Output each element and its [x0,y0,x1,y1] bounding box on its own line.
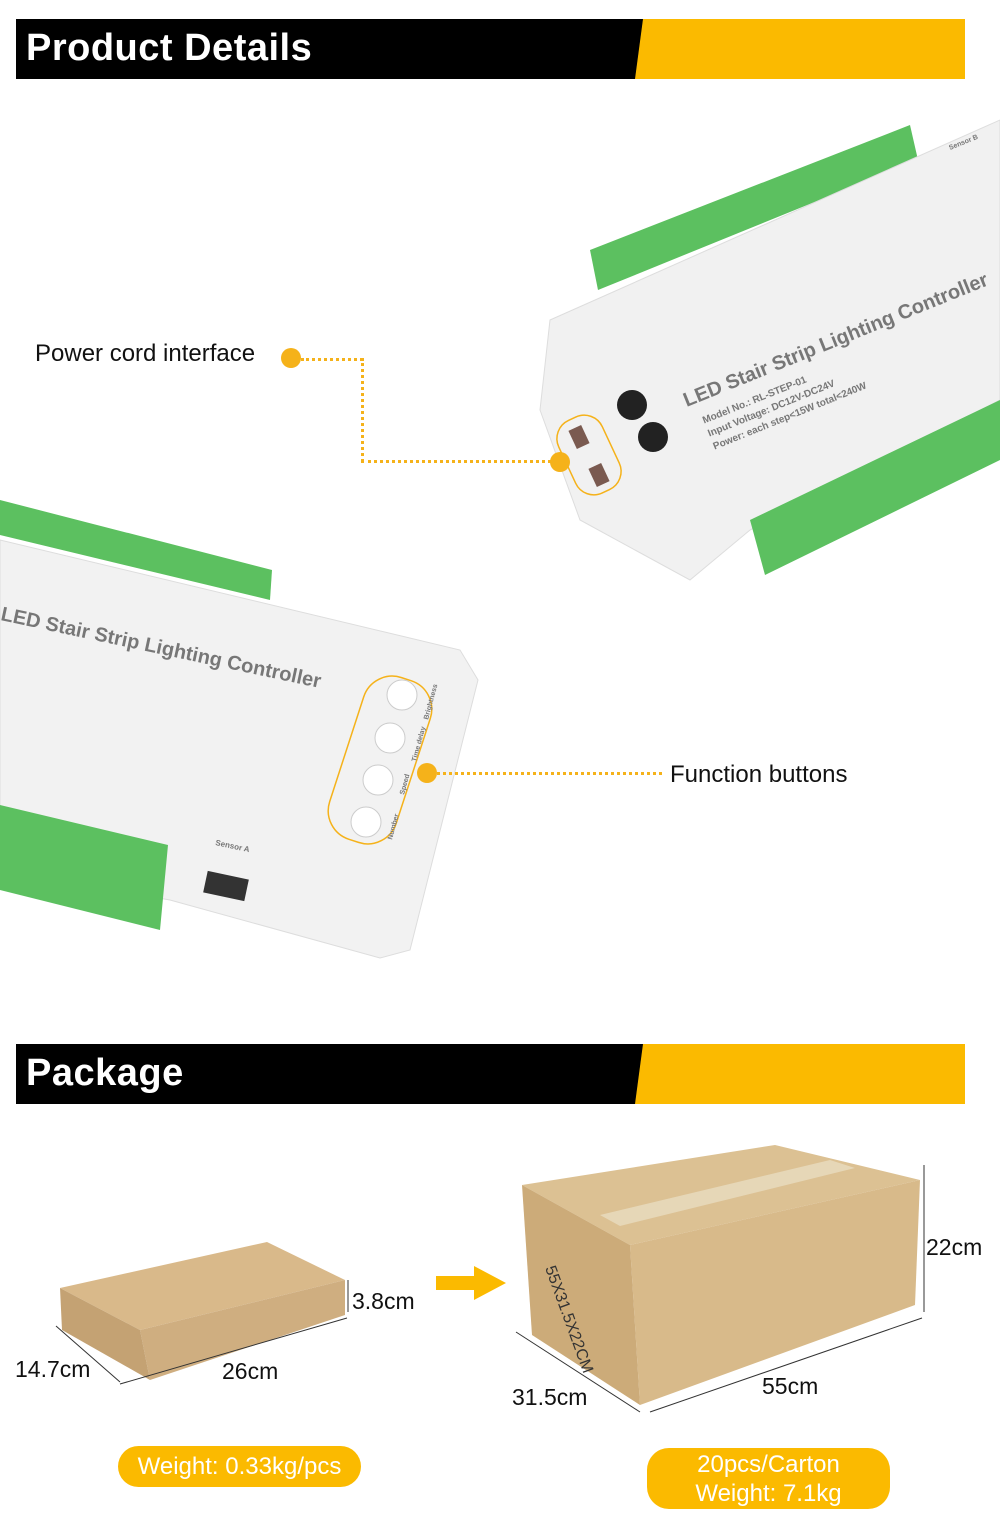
packing-tape [600,1160,855,1226]
controller-body [539,119,1000,581]
carton-info-badge: 20pcs/Carton Weight: 7.1kg [647,1448,890,1509]
carton-front [630,1180,920,1405]
small-box-weight-badge: Weight: 0.33kg/pcs [118,1446,361,1487]
power-cord-callout: Power cord interface [35,340,256,367]
package-header: Package [16,1044,965,1104]
header-accent [635,19,965,79]
function-buttons-callout: Function buttons [670,761,848,788]
callout-line [361,460,551,463]
small-box-front [140,1280,345,1380]
terminal-block-bottom [0,805,168,930]
small-box-width: 26cm [222,1358,279,1384]
callout-line [301,358,363,361]
callout-dot [281,348,301,368]
width-dimension-line [649,1317,923,1413]
terminal-block-top [590,125,918,290]
power-port-1 [568,424,590,450]
small-box-depth: 14.7cm [15,1356,91,1382]
time-delay-button[interactable] [374,722,406,754]
carton-image: 55X31.5X22CM [515,1145,925,1413]
terminal-block-top [0,500,272,600]
number-button[interactable] [350,806,382,838]
buttons-highlight [327,675,433,845]
speed-button[interactable] [362,764,394,796]
controller-image-top: LED Stair Strip Lighting Controller Mode… [539,119,1000,581]
power-terminal-minus [638,422,668,452]
carton-quantity: 20pcs/Carton [697,1451,840,1478]
small-box-height: 3.8cm [352,1288,415,1314]
callout-line [361,358,364,462]
terminal-block-bottom [750,400,1000,575]
small-box-top [60,1242,345,1330]
carton-width: 55cm [762,1373,819,1399]
callout-line [437,772,662,775]
callout-dot [550,452,570,472]
section-title: Product Details [26,27,313,69]
brightness-button[interactable] [386,679,418,711]
header-accent [635,1044,965,1104]
section-title: Package [26,1052,184,1094]
callout-dot [417,763,437,783]
depth-dimension-line [55,1325,121,1383]
power-port-2 [588,462,610,488]
carton-depth: 31.5cm [512,1384,588,1410]
small-box-side [60,1288,150,1380]
carton-side [522,1185,640,1405]
arrow-right-icon [436,1266,506,1300]
small-box-image [55,1242,349,1385]
controller-image-bottom: Sensor A LED Stair Strip Lighting Contro… [0,500,479,959]
width-dimension-line [119,1317,348,1385]
product-details-header: Product Details [16,19,965,79]
depth-dimension-line [515,1331,641,1413]
sensor-a-port [203,870,249,902]
carton-weight: Weight: 7.1kg [695,1480,842,1507]
carton-height: 22cm [926,1234,983,1260]
power-terminal-plus [617,390,647,420]
